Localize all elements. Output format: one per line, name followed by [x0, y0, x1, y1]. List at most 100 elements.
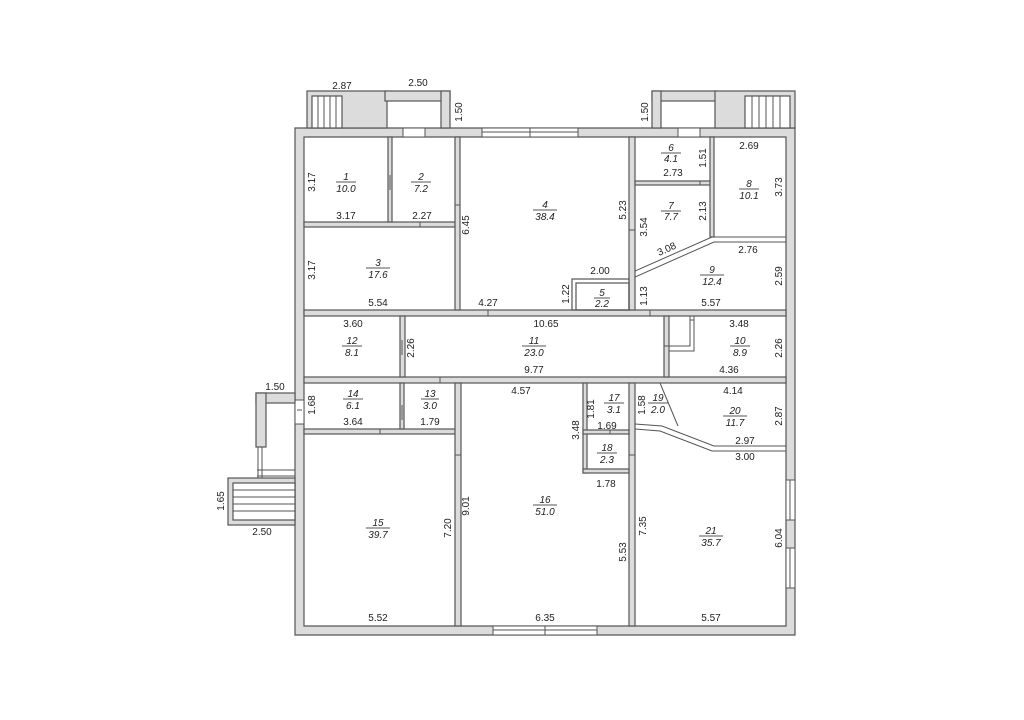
- svg-text:5.53: 5.53: [618, 542, 629, 562]
- svg-text:5.57: 5.57: [701, 298, 721, 309]
- room-20-area: 11.7: [726, 418, 745, 429]
- svg-text:4.57: 4.57: [511, 386, 531, 397]
- room-19-wall: [659, 382, 679, 427]
- svg-text:1.69: 1.69: [597, 421, 617, 432]
- room-17-id: 17: [608, 393, 620, 404]
- svg-text:1.65: 1.65: [216, 491, 227, 511]
- room-1-area: 10.0: [336, 184, 356, 195]
- svg-text:2.97: 2.97: [735, 436, 755, 447]
- room-7-id: 7: [668, 201, 674, 212]
- svg-text:3.00: 3.00: [735, 452, 755, 463]
- room-15-id: 15: [372, 518, 384, 529]
- room-16-area: 51.0: [535, 507, 555, 518]
- svg-text:2.26: 2.26: [774, 338, 785, 358]
- svg-text:1.13: 1.13: [639, 286, 650, 306]
- svg-text:1.51: 1.51: [698, 148, 709, 168]
- svg-text:2.73: 2.73: [663, 168, 683, 179]
- svg-text:3.54: 3.54: [639, 217, 650, 237]
- dimension-labels: 2.87 2.50 1.50 1.50 3.17 3.17 2.27 3.17 …: [216, 78, 785, 624]
- room-14-area: 6.1: [346, 401, 360, 412]
- room-5-area: 2.2: [594, 299, 609, 310]
- svg-text:7.20: 7.20: [443, 518, 454, 538]
- svg-text:3.08: 3.08: [656, 241, 679, 259]
- room-6-area: 4.1: [664, 154, 678, 165]
- room-12-area: 8.1: [345, 348, 359, 359]
- svg-text:6.45: 6.45: [461, 215, 472, 235]
- svg-text:5.52: 5.52: [368, 613, 388, 624]
- svg-text:1.58: 1.58: [637, 395, 648, 415]
- svg-text:2.76: 2.76: [738, 245, 758, 256]
- svg-text:2.26: 2.26: [406, 338, 417, 358]
- room-17-area: 3.1: [607, 405, 621, 416]
- room-20-diagonal-wall: [634, 423, 786, 452]
- room-8-id: 8: [746, 179, 752, 190]
- room-7-area: 7.7: [664, 212, 678, 223]
- room-9-id: 9: [709, 265, 715, 276]
- room-10-id: 10: [734, 336, 746, 347]
- room-5-id: 5: [599, 288, 605, 299]
- room-4-area: 38.4: [535, 212, 555, 223]
- room-18-area: 2.3: [599, 455, 614, 466]
- room-11-id: 11: [529, 336, 539, 347]
- room-19-area: 2.0: [650, 405, 665, 416]
- svg-text:2.13: 2.13: [698, 201, 709, 221]
- svg-text:2.59: 2.59: [774, 266, 785, 286]
- room-19-id: 19: [652, 393, 664, 404]
- porch-top-left: [306, 90, 451, 129]
- interior-walls: [303, 136, 787, 627]
- room-2-id: 2: [417, 172, 424, 183]
- svg-text:5.57: 5.57: [701, 613, 721, 624]
- room-9-diagonal-wall: [634, 236, 786, 278]
- svg-text:1.81: 1.81: [586, 399, 597, 419]
- svg-text:1.50: 1.50: [454, 102, 465, 122]
- svg-text:1.68: 1.68: [307, 395, 318, 415]
- svg-text:9.77: 9.77: [524, 365, 544, 376]
- svg-text:4.36: 4.36: [719, 365, 739, 376]
- room-15-area: 39.7: [368, 530, 388, 541]
- porch-left: [227, 392, 296, 526]
- room-3-area: 17.6: [368, 270, 388, 281]
- svg-text:5.23: 5.23: [618, 200, 629, 220]
- svg-text:4.27: 4.27: [478, 298, 498, 309]
- room-9-area: 12.4: [702, 277, 722, 288]
- svg-text:1.78: 1.78: [596, 479, 616, 490]
- room-3-id: 3: [375, 258, 381, 269]
- svg-text:3.17: 3.17: [307, 260, 318, 280]
- svg-text:3.17: 3.17: [336, 211, 356, 222]
- outer-wall: [294, 127, 796, 636]
- svg-text:7.35: 7.35: [638, 516, 649, 536]
- room-21-id: 21: [704, 526, 716, 537]
- room-14-id: 14: [347, 389, 359, 400]
- svg-text:3.48: 3.48: [571, 420, 582, 440]
- svg-text:1.50: 1.50: [640, 102, 651, 122]
- room-1-id: 1: [343, 172, 349, 183]
- room-13-area: 3.0: [423, 401, 437, 412]
- room-11-area: 23.0: [523, 348, 544, 359]
- svg-text:2.50: 2.50: [252, 527, 272, 538]
- room-10-step-wall: [664, 316, 695, 352]
- svg-text:4.14: 4.14: [723, 386, 743, 397]
- room-13-id: 13: [424, 389, 436, 400]
- room-10-area: 8.9: [733, 348, 747, 359]
- room-8-area: 10.1: [739, 191, 758, 202]
- room-6-id: 6: [668, 143, 674, 154]
- svg-text:6.04: 6.04: [774, 528, 785, 548]
- room-20-id: 20: [728, 406, 741, 417]
- svg-text:3.48: 3.48: [729, 319, 749, 330]
- svg-text:9.01: 9.01: [461, 496, 472, 516]
- svg-text:6.35: 6.35: [535, 613, 555, 624]
- porch-top-right: [651, 90, 796, 129]
- svg-text:2.87: 2.87: [332, 81, 352, 92]
- room-12-id: 12: [346, 336, 358, 347]
- room-15-left-lines: [257, 469, 295, 477]
- svg-text:2.69: 2.69: [739, 141, 759, 152]
- svg-text:2.00: 2.00: [590, 266, 610, 277]
- svg-text:3.17: 3.17: [307, 172, 318, 192]
- svg-text:3.60: 3.60: [343, 319, 363, 330]
- svg-text:2.50: 2.50: [408, 78, 428, 89]
- svg-text:1.79: 1.79: [420, 417, 440, 428]
- svg-text:10.65: 10.65: [533, 319, 558, 330]
- room-labels: 1 10.0 2 7.2 3 17.6 4 38.4 5 2.2 6 4.1 7…: [336, 143, 759, 549]
- room-21-area: 35.7: [701, 538, 721, 549]
